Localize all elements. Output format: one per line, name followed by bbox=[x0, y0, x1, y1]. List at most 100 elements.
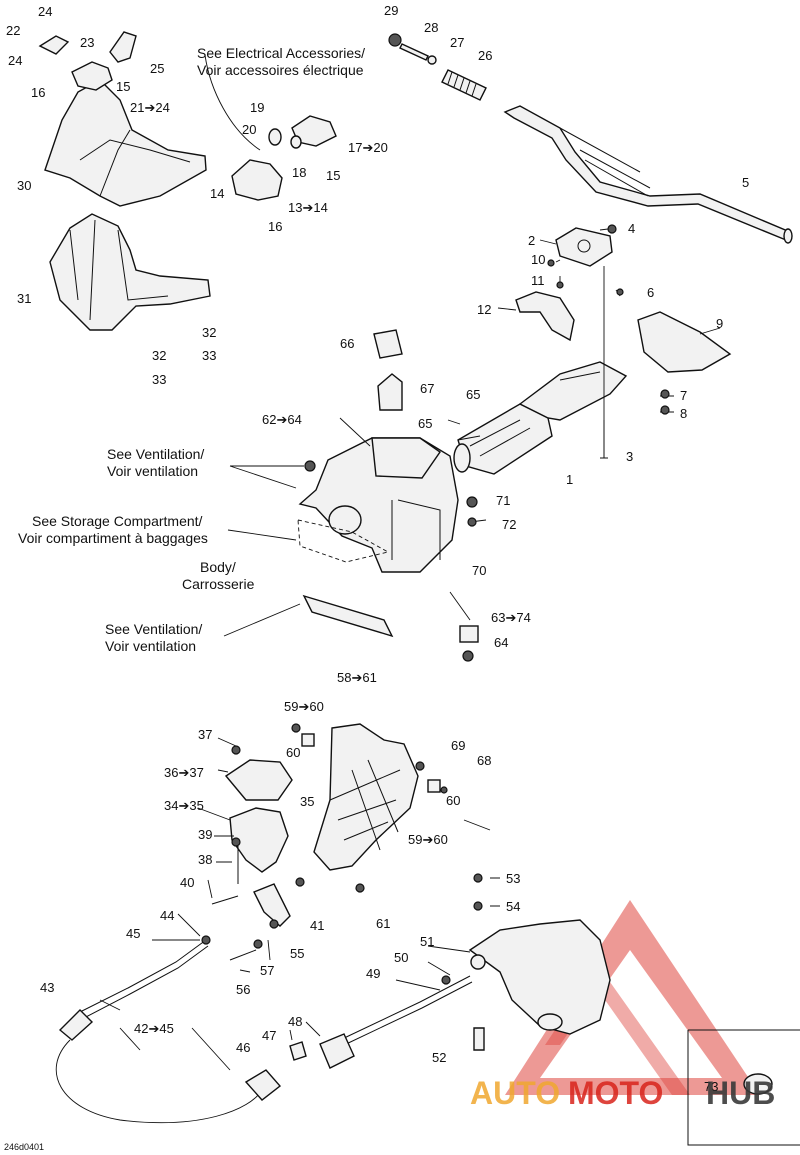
callout-c40: 40 bbox=[180, 875, 194, 890]
callout-c42: 42➔45 bbox=[134, 1021, 174, 1036]
grip-part-26 bbox=[441, 69, 487, 101]
callout-c7: 7 bbox=[680, 388, 687, 403]
housing-part-13 bbox=[231, 159, 283, 201]
switch-part-25 bbox=[109, 31, 137, 63]
note-electrical: See Electrical Accessories/ Voir accesso… bbox=[197, 45, 365, 78]
diagram-reference-code: 246d0401 bbox=[4, 1142, 44, 1152]
watermark-triangle-logo bbox=[505, 900, 760, 1095]
note-ventilation-bottom-line1: See Ventilation/ bbox=[105, 621, 202, 637]
callout-c26: 26 bbox=[478, 48, 492, 63]
bracket-part-34 bbox=[229, 807, 289, 873]
callout-c13: 13➔14 bbox=[288, 200, 328, 215]
callout-c55: 55 bbox=[290, 946, 304, 961]
callout-c6: 6 bbox=[647, 285, 654, 300]
watermark-auto: AUTO bbox=[470, 1075, 560, 1111]
nut-part-63 bbox=[459, 625, 479, 643]
note-body-line2: Carrosserie bbox=[182, 576, 255, 592]
note-body-line1: Body/ bbox=[200, 559, 236, 575]
callout-c23: 23 bbox=[80, 35, 94, 50]
callout-c18: 18 bbox=[292, 165, 306, 180]
callout-c3: 3 bbox=[626, 449, 633, 464]
callout-c72: 72 bbox=[502, 517, 516, 532]
storage-compartment-part-62 bbox=[298, 437, 459, 573]
callout-c63: 63➔74 bbox=[491, 610, 531, 625]
switch-part-19 bbox=[268, 128, 282, 146]
bushing-part-46 bbox=[244, 1069, 282, 1101]
screw-part-28 bbox=[399, 43, 429, 61]
cover-part-30 bbox=[44, 79, 207, 207]
callout-c15b: 15 bbox=[326, 168, 340, 183]
screw-part-52 bbox=[473, 1027, 485, 1051]
callout-c27: 27 bbox=[450, 35, 464, 50]
callout-c65b: 65 bbox=[418, 416, 432, 431]
callout-c48: 48 bbox=[288, 1014, 302, 1029]
clamp-part-2 bbox=[555, 227, 613, 267]
bracket-part-58 bbox=[313, 723, 419, 871]
callout-c50: 50 bbox=[394, 950, 408, 965]
hardware-group bbox=[201, 224, 670, 985]
switch-part-20 bbox=[290, 135, 302, 149]
callout-c60b: 60 bbox=[446, 793, 460, 808]
callout-c52: 52 bbox=[432, 1050, 446, 1065]
callout-c49: 49 bbox=[366, 966, 380, 981]
callout-c8: 8 bbox=[680, 406, 687, 421]
sleeve-part-48 bbox=[319, 1033, 355, 1069]
callout-c32a: 32 bbox=[202, 325, 216, 340]
cable-part-45 bbox=[79, 939, 207, 1013]
knob-part-67 bbox=[377, 373, 403, 411]
watermark-moto: MOTO bbox=[568, 1075, 663, 1111]
callout-c56: 56 bbox=[236, 982, 250, 997]
callout-c36: 36➔37 bbox=[164, 765, 204, 780]
callout-c53: 53 bbox=[506, 871, 520, 886]
note-electrical-line2: Voir accessoires électrique bbox=[197, 62, 364, 78]
clamp-hole bbox=[577, 239, 591, 253]
callout-c66: 66 bbox=[340, 336, 354, 351]
note-electrical-line1: See Electrical Accessories/ bbox=[197, 45, 365, 61]
note-body: Body/ Carrosserie bbox=[182, 559, 255, 592]
plate-part-22 bbox=[38, 35, 70, 55]
callout-c22: 22 bbox=[6, 23, 20, 38]
callout-c43: 43 bbox=[40, 980, 54, 995]
callout-c45: 45 bbox=[126, 926, 140, 941]
cover-part-36 bbox=[224, 759, 293, 801]
nut-part-29 bbox=[388, 33, 402, 47]
callout-c33a: 33 bbox=[202, 348, 216, 363]
callout-c33b: 33 bbox=[152, 372, 166, 387]
console-part-31 bbox=[49, 213, 211, 331]
callout-c46: 46 bbox=[236, 1040, 250, 1055]
part-73-icon bbox=[743, 1073, 773, 1095]
callout-c30: 30 bbox=[17, 178, 31, 193]
callout-c14: 14 bbox=[210, 186, 224, 201]
callout-c51: 51 bbox=[420, 934, 434, 949]
callout-c31: 31 bbox=[17, 291, 31, 306]
callout-c57: 57 bbox=[260, 963, 274, 978]
callout-c16a: 16 bbox=[31, 85, 45, 100]
callout-c24b: 24 bbox=[8, 53, 22, 68]
callout-c15a: 15 bbox=[116, 79, 130, 94]
inset-box bbox=[687, 1029, 800, 1146]
callout-c59b: 59➔60 bbox=[408, 832, 448, 847]
callout-c60a: 60 bbox=[286, 745, 300, 760]
callout-c1: 1 bbox=[566, 472, 573, 487]
callout-c20: 20 bbox=[242, 122, 256, 137]
bracket-rod bbox=[302, 594, 394, 638]
cover-part-12 bbox=[515, 291, 575, 342]
callout-c17: 17➔20 bbox=[348, 140, 388, 155]
callout-c67: 67 bbox=[420, 381, 434, 396]
cable-part-49-b bbox=[341, 981, 473, 1047]
note-storage: See Storage Compartment/ Voir compartime… bbox=[18, 513, 208, 546]
washer-part-27 bbox=[427, 55, 437, 65]
callout-c61: 61 bbox=[376, 916, 390, 931]
callout-c62: 62➔64 bbox=[262, 412, 302, 427]
callout-c44: 44 bbox=[160, 908, 174, 923]
callout-c38: 38 bbox=[198, 852, 212, 867]
note-ventilation-bottom: See Ventilation/ Voir ventilation bbox=[105, 621, 202, 654]
callout-c58: 58➔61 bbox=[337, 670, 377, 685]
callout-c16b: 16 bbox=[268, 219, 282, 234]
callout-c2: 2 bbox=[528, 233, 535, 248]
callout-c35: 35 bbox=[300, 794, 314, 809]
callout-c25: 25 bbox=[150, 61, 164, 76]
cable-part-45-b bbox=[83, 945, 209, 1019]
steering-arm-part-51 bbox=[468, 919, 611, 1035]
